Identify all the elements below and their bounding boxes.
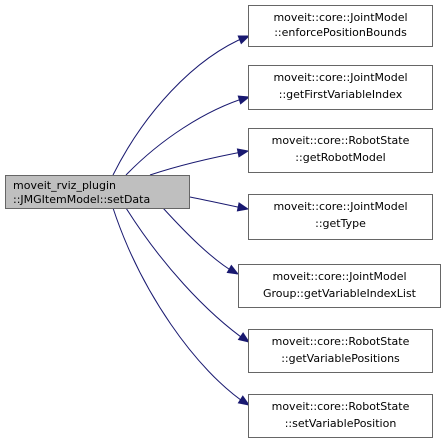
node-enforce-position-bounds-box: [248, 5, 433, 47]
node-enforce-position-bounds-line-2: ::enforcePositionBounds: [274, 26, 407, 39]
edges-layer: [112, 35, 251, 406]
edge-to-get-variable-positions-line: [125, 207, 249, 343]
edge-to-get-type-arrowhead: [236, 202, 250, 212]
node-enforce-position-bounds-line-1: moveit::core::JointModel: [273, 11, 407, 24]
node-set-variable-position-line-1: moveit::core::RobotState: [272, 400, 410, 413]
edge-to-get-first-variable-index: [125, 95, 251, 176]
node-get-variable-positions-line-1: moveit::core::RobotState: [272, 335, 410, 348]
node-get-type[interactable]: moveit::core::JointModel ::getType: [248, 194, 433, 240]
node-set-data[interactable]: moveit_rviz_plugin ::JMGItemModel::setDa…: [5, 175, 190, 209]
node-get-robot-model-box: [248, 128, 433, 173]
node-get-variable-index-list-line-1: moveit::core::JointModel: [272, 270, 406, 283]
node-get-first-variable-index-box: [248, 65, 433, 110]
edge-to-get-variable-positions: [125, 207, 251, 343]
node-enforce-position-bounds[interactable]: moveit::core::JointModel ::enforcePositi…: [248, 5, 433, 47]
node-get-variable-positions[interactable]: moveit::core::RobotState ::getVariablePo…: [248, 329, 433, 373]
edge-to-set-variable-position-arrowhead: [237, 395, 251, 406]
edge-to-get-robot-model-arrowhead: [236, 148, 250, 158]
edge-to-enforce-position-bounds-arrowhead: [237, 35, 251, 45]
node-get-type-line-2: ::getType: [315, 217, 366, 230]
node-get-variable-positions-box: [248, 329, 433, 373]
node-get-type-box: [248, 194, 433, 240]
edge-to-get-first-variable-index-arrowhead: [237, 95, 251, 105]
edge-to-enforce-position-bounds-line: [112, 35, 249, 176]
node-get-robot-model-line-1: moveit::core::RobotState: [272, 134, 410, 147]
node-set-variable-position-line-2: ::setVariablePosition: [285, 417, 397, 430]
edge-to-get-variable-index-list: [162, 207, 240, 275]
node-set-data-line-1: moveit_rviz_plugin: [13, 179, 116, 192]
edge-to-get-variable-positions-arrowhead: [237, 332, 251, 343]
node-get-type-line-1: moveit::core::JointModel: [273, 200, 407, 213]
edge-to-get-robot-model-line: [149, 150, 248, 176]
node-get-first-variable-index[interactable]: moveit::core::JointModel ::getFirstVaria…: [248, 65, 433, 110]
node-get-robot-model-line-2: ::getRobotModel: [295, 151, 385, 164]
edge-to-set-variable-position: [112, 207, 251, 406]
edge-to-get-type: [189, 196, 250, 212]
node-get-robot-model[interactable]: moveit::core::RobotState ::getRobotModel: [248, 128, 433, 173]
edge-to-get-first-variable-index-line: [125, 96, 249, 176]
node-set-data-box: [5, 175, 190, 209]
node-get-variable-index-list[interactable]: moveit::core::JointModel Group::getVaria…: [238, 264, 441, 308]
node-set-variable-position[interactable]: moveit::core::RobotState ::setVariablePo…: [248, 394, 433, 438]
node-get-first-variable-index-line-2: ::getFirstVariableIndex: [279, 88, 403, 101]
edge-to-get-variable-index-list-arrowhead: [226, 264, 240, 275]
node-get-variable-positions-line-2: ::getVariablePositions: [281, 352, 400, 365]
node-set-variable-position-box: [248, 394, 433, 438]
edge-to-set-variable-position-line: [112, 207, 249, 406]
edge-to-get-robot-model: [149, 148, 250, 176]
node-get-first-variable-index-line-1: moveit::core::JointModel: [273, 71, 407, 84]
node-get-variable-index-list-box: [238, 264, 441, 308]
edge-to-enforce-position-bounds: [112, 35, 251, 176]
edge-to-get-variable-index-list-line: [162, 207, 238, 275]
node-get-variable-index-list-line-2: Group::getVariableIndexList: [263, 287, 417, 300]
node-set-data-line-2: ::JMGItemModel::setData: [13, 193, 150, 206]
